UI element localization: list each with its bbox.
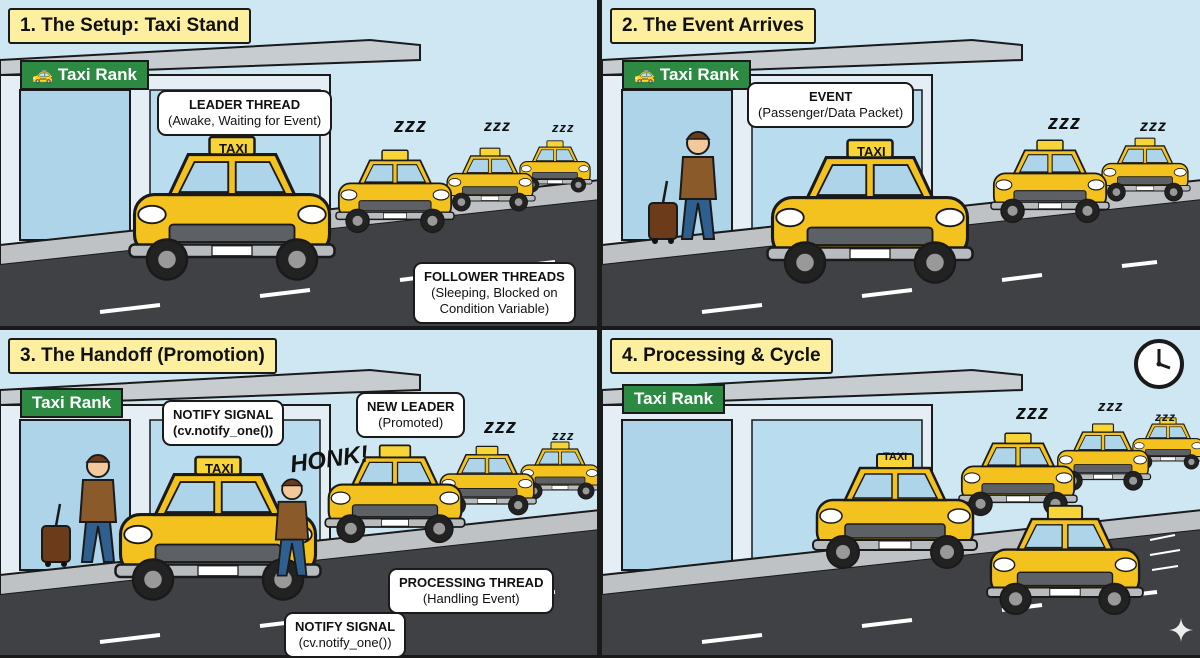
taxi [130, 137, 335, 280]
bubble-line: NOTIFY SIGNAL [295, 619, 395, 635]
sleep-zzz: zzz [394, 115, 427, 138]
bubble-line: (Handling Event) [399, 591, 543, 607]
sleep-zzz: zzz [1098, 398, 1124, 415]
taxi [768, 140, 973, 283]
sleep-zzz: zzz [484, 416, 517, 439]
processing-thread-bubble: PROCESSING THREAD (Handling Event) [388, 568, 554, 614]
notify-signal-bubble-bottom: NOTIFY SIGNAL (cv.notify_one()) [284, 612, 406, 658]
taxi [991, 140, 1109, 222]
taxi [813, 454, 977, 568]
bubble-line: Condition Variable) [424, 301, 565, 317]
bubble-line: PROCESSING THREAD [399, 575, 543, 591]
taxi [959, 433, 1077, 515]
taxi-roof-label: TAXI [219, 141, 248, 156]
bubble-line: (cv.notify_one()) [173, 423, 273, 439]
bubble-line: (Passenger/Data Packet) [758, 105, 903, 121]
sleep-zzz: zzz [1140, 118, 1167, 136]
taxi-departing [987, 506, 1143, 614]
follower-threads-bubble: FOLLOWER THREADS (Sleeping, Blocked on C… [413, 262, 576, 324]
bubble-line: FOLLOWER THREADS [424, 269, 565, 285]
taxi-roof-label: TAXI [883, 451, 907, 463]
clock-icon [1133, 338, 1185, 390]
sleep-zzz: zzz [484, 118, 511, 136]
taxi [336, 150, 454, 232]
bubble-line: (cv.notify_one()) [295, 635, 395, 651]
suitcase [42, 504, 70, 567]
taxi [1100, 138, 1190, 201]
sparkle-icon [1168, 617, 1194, 643]
taxi-roof-label: TAXI [205, 461, 234, 476]
bubble-line: EVENT [758, 89, 903, 105]
bubble-line: NOTIFY SIGNAL [173, 407, 273, 423]
taxi [445, 148, 535, 211]
sleep-zzz: zzz [552, 428, 575, 443]
sleep-zzz: zzz [1048, 112, 1081, 135]
bubble-line: NEW LEADER [367, 399, 454, 415]
sleep-zzz: zzz [552, 120, 575, 135]
bubble-line: LEADER THREAD [168, 97, 321, 113]
event-bubble: EVENT (Passenger/Data Packet) [747, 82, 914, 128]
bubble-line: (Promoted) [367, 415, 454, 431]
sleep-zzz: zzz [1155, 410, 1176, 424]
sleep-zzz: zzz [1016, 402, 1049, 425]
bubble-line: (Sleeping, Blocked on [424, 285, 565, 301]
passenger [80, 455, 116, 562]
notify-signal-bubble-top: NOTIFY SIGNAL (cv.notify_one()) [162, 400, 284, 446]
taxi-roof-label: TAXI [857, 144, 886, 159]
leader-thread-bubble: LEADER THREAD (Awake, Waiting for Event) [157, 90, 332, 136]
new-leader-bubble: NEW LEADER (Promoted) [356, 392, 465, 438]
suitcase [649, 181, 677, 244]
passenger [680, 132, 716, 239]
bubble-line: (Awake, Waiting for Event) [168, 113, 321, 129]
